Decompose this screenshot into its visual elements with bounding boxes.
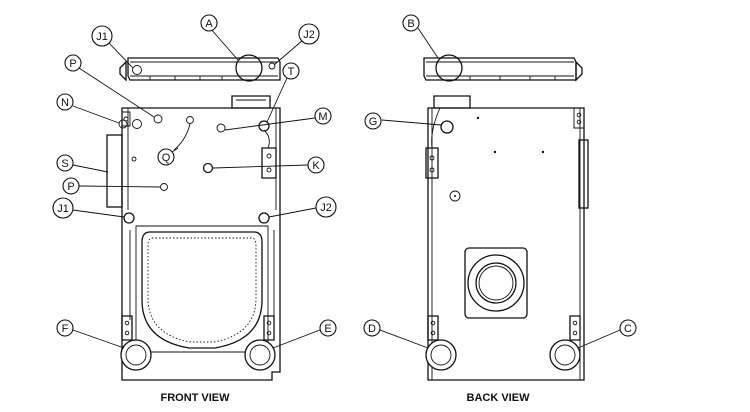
- callout-a-front: A: [200, 14, 218, 32]
- svg-text:T: T: [288, 66, 295, 78]
- svg-text:C: C: [624, 323, 632, 335]
- svg-text:J1: J1: [96, 31, 108, 43]
- back-top-view: [423, 54, 583, 82]
- callout-p-lower: P: [62, 177, 80, 195]
- front-view-caption: FRONT VIEW: [160, 392, 230, 404]
- svg-text:D: D: [368, 323, 376, 335]
- front-top-view: [119, 54, 281, 82]
- callout-d: D: [363, 319, 381, 337]
- svg-text:G: G: [369, 116, 378, 128]
- callout-q: Q: [157, 148, 175, 166]
- callout-b: B: [402, 14, 420, 32]
- svg-text:S: S: [61, 158, 68, 170]
- svg-text:F: F: [62, 323, 69, 335]
- callout-e: E: [319, 319, 337, 337]
- callout-m: M: [314, 107, 332, 125]
- leader-lines: [72, 27, 621, 349]
- svg-text:J2: J2: [320, 202, 332, 214]
- svg-text:Q: Q: [162, 152, 171, 164]
- svg-text:J1: J1: [57, 203, 69, 215]
- front-view-drawing: [106, 54, 281, 381]
- front-main-body: [106, 95, 281, 381]
- callout-j2-front-top: J2: [298, 23, 320, 45]
- callout-c: C: [619, 319, 637, 337]
- svg-text:B: B: [407, 18, 414, 30]
- callout-f: F: [56, 319, 74, 337]
- svg-text:P: P: [69, 58, 76, 70]
- svg-text:N: N: [61, 97, 69, 109]
- callout-j1-front: J1: [52, 197, 74, 219]
- svg-text:J2: J2: [303, 29, 315, 41]
- svg-text:P: P: [67, 181, 74, 193]
- callout-n: N: [56, 93, 74, 111]
- callout-k: K: [307, 156, 325, 174]
- back-main-body: [425, 95, 589, 381]
- back-view-caption: BACK VIEW: [467, 392, 531, 404]
- svg-text:M: M: [318, 111, 327, 123]
- callout-g: G: [364, 112, 382, 130]
- callout-j2-front: J2: [315, 196, 337, 218]
- back-view-drawing: [423, 54, 589, 381]
- svg-text:E: E: [324, 323, 331, 335]
- svg-text:A: A: [205, 18, 213, 30]
- svg-text:K: K: [312, 160, 320, 172]
- callout-s: S: [56, 154, 74, 172]
- callout-j1-front-top: J1: [91, 25, 113, 47]
- callout-t: T: [282, 62, 300, 80]
- callout-p-upper: P: [64, 54, 82, 72]
